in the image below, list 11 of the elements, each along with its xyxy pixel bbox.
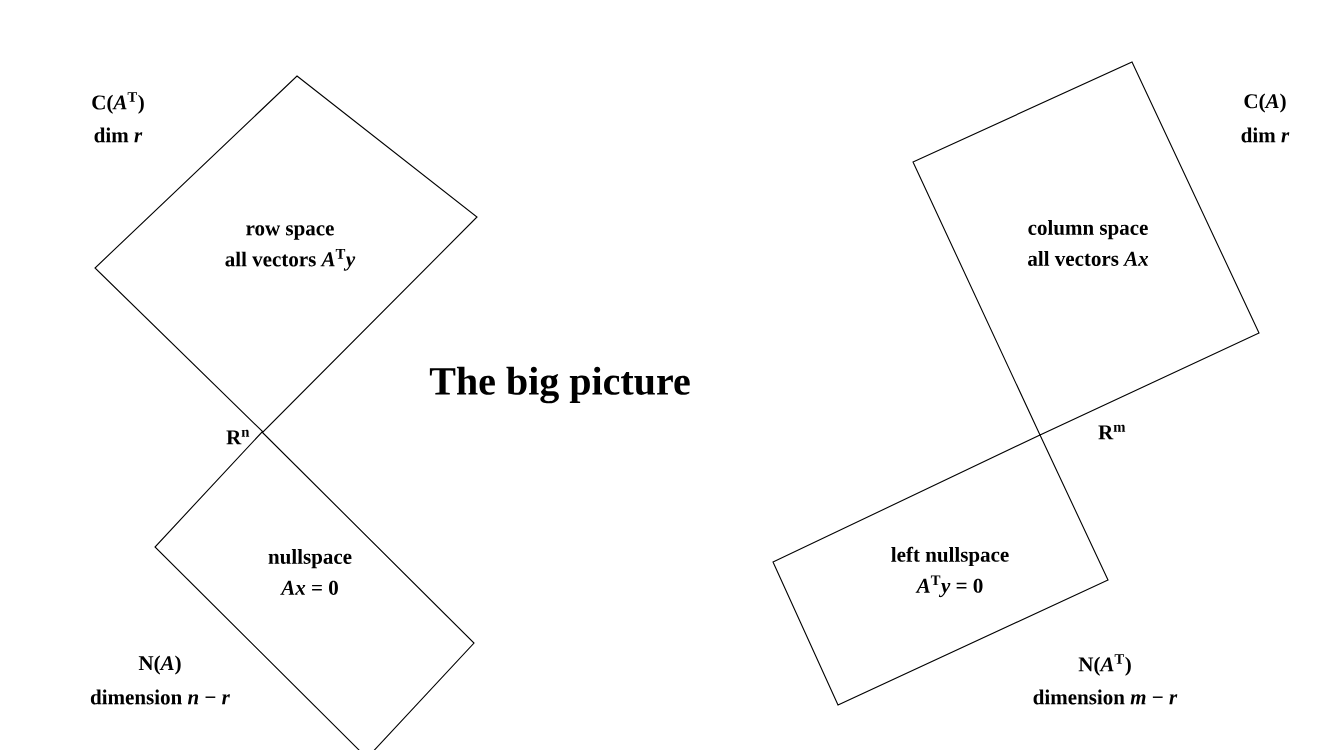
space-label: C(A) bbox=[1244, 93, 1286, 113]
space-symbol: R$^{m}$ bbox=[1098, 424, 1126, 440]
space-label: dim r bbox=[94, 127, 143, 143]
space-label: dimension n − r bbox=[90, 689, 230, 705]
space-label: N(A) bbox=[138, 655, 181, 675]
space-symbol: R$^{n}$ bbox=[226, 429, 250, 445]
space-label: dim r bbox=[1241, 127, 1290, 143]
space-label: C(A$^{T}$) bbox=[92, 92, 144, 114]
space-label: dimension m − r bbox=[1033, 689, 1178, 705]
title: The big picture bbox=[429, 366, 690, 404]
space-label: N(A$^{T}$) bbox=[1078, 654, 1131, 676]
